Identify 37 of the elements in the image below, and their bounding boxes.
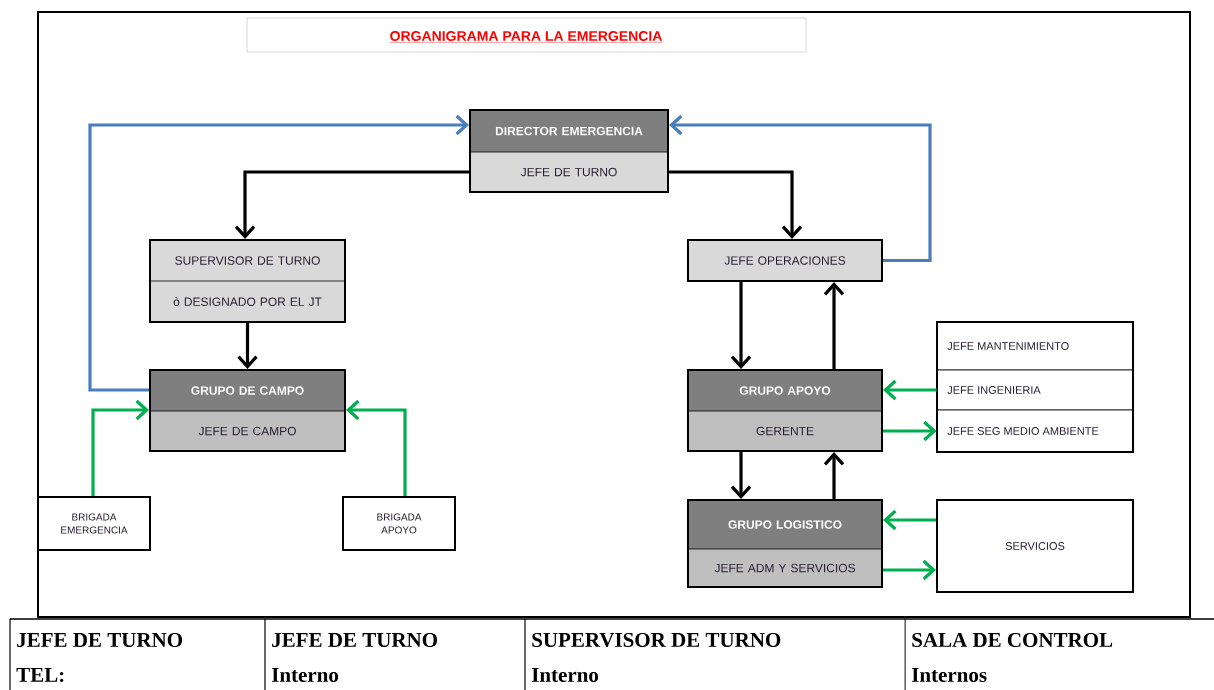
- arrow: [883, 420, 937, 442]
- role-row: JEFE SEG MEDIO AMBIENTE: [936, 409, 1134, 453]
- role-box: SUPERVISOR DE TURNO ò DESIGNADO POR EL JT: [149, 239, 346, 323]
- role-box: SERVICIOS: [936, 499, 1134, 593]
- arrow: [730, 282, 752, 369]
- arrow: [237, 323, 258, 369]
- arrow: [669, 170, 803, 239]
- role-box: BRIGADA APOYO: [342, 496, 456, 551]
- arrow: [669, 114, 932, 263]
- header-text: JEFE DE TURNO: [272, 632, 437, 648]
- header-text: SUPERVISOR DE TURNO: [532, 632, 781, 648]
- header-text: SALA DE CONTROL: [912, 632, 1113, 648]
- value-text: Interno: [531, 668, 599, 682]
- role-box: GRUPO LOGISTICO JEFE ADM Y SERVICIOS: [687, 499, 883, 588]
- role-box: DIRECTOR EMERGENCIA JEFE DE TURNO: [469, 109, 669, 193]
- arrow: [346, 399, 407, 496]
- header-text: JEFE DE TURNO: [17, 632, 182, 648]
- arrow: [823, 282, 845, 369]
- node-label: JEFE MANTENIMIENTO: [947, 342, 1069, 350]
- arrow: [234, 170, 469, 239]
- role-row: JEFE INGENIERIA: [936, 369, 1134, 411]
- arrow: [91, 399, 149, 496]
- arrow: [883, 559, 936, 581]
- arrow: [730, 452, 752, 499]
- value-text: Internos: [911, 668, 987, 682]
- node-label: JEFE INGENIERIA: [947, 386, 1041, 394]
- role-box: JEFE OPERACIONES: [687, 239, 883, 282]
- arrow: [88, 114, 469, 392]
- arrow: [883, 509, 936, 531]
- value-text: Interno: [271, 668, 339, 682]
- arrow: [823, 452, 845, 499]
- arrow: [883, 379, 937, 401]
- value-text: TEL:: [16, 668, 64, 683]
- role-box: GRUPO DE CAMPO JEFE DE CAMPO: [149, 369, 346, 452]
- role-box: BRIGADA EMERGENCIA: [37, 496, 151, 551]
- role-box: GRUPO APOYO GERENTE: [687, 369, 883, 452]
- title-box: ORGANIGRAMA PARA LA EMERGENCIA: [246, 17, 807, 53]
